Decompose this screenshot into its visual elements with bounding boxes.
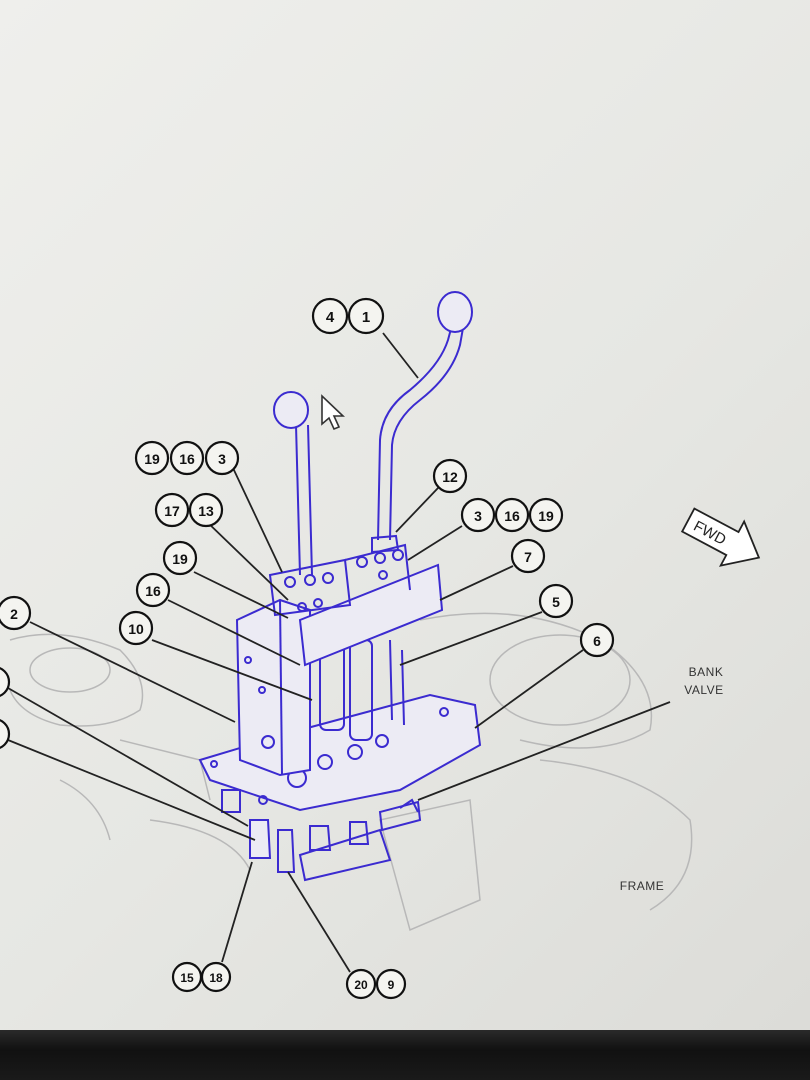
svg-text:15: 15 [180, 971, 194, 985]
svg-text:16: 16 [504, 508, 520, 524]
callout-7: 7 [510, 538, 546, 574]
svg-text:9: 9 [388, 978, 395, 992]
callout-13: 13 [188, 492, 224, 528]
callout-3-right: 3 [460, 497, 496, 533]
svg-text:16: 16 [145, 583, 161, 599]
callout-17: 17 [154, 492, 190, 528]
svg-text:4: 4 [326, 309, 335, 326]
callout-19-upper-left: 19 [134, 440, 170, 476]
svg-text:3: 3 [218, 451, 226, 467]
monitor-screen [0, 0, 810, 1030]
bank-valve-label-line2: VALVE [684, 683, 723, 697]
svg-text:18: 18 [209, 971, 223, 985]
callout-9: 9 [375, 968, 407, 1000]
parts-diagram: FWD 4 1 19 16 [0, 291, 761, 1000]
svg-text:2: 2 [10, 606, 18, 622]
callout-15: 15 [171, 961, 203, 993]
callout-16-right: 16 [494, 497, 530, 533]
svg-text:6: 6 [593, 633, 601, 649]
svg-text:17: 17 [164, 503, 180, 519]
callout-12: 12 [432, 458, 468, 494]
bank-valve-label-line1: BANK [689, 665, 724, 679]
callout-partial-left [0, 667, 11, 749]
svg-text:7: 7 [524, 549, 532, 565]
svg-text:19: 19 [538, 508, 554, 524]
mouse-cursor-icon [321, 394, 345, 431]
svg-text:16: 16 [179, 451, 195, 467]
frame-label: FRAME [620, 879, 665, 893]
callout-4: 4 [311, 297, 349, 335]
svg-text:20: 20 [354, 978, 368, 992]
leader-lines [7, 332, 671, 973]
fwd-arrow-icon: FWD [680, 507, 761, 567]
callout-10: 10 [118, 610, 154, 646]
callout-1: 1 [347, 297, 385, 335]
svg-text:19: 19 [172, 551, 188, 567]
svg-text:13: 13 [198, 503, 214, 519]
callout-19-mid-left: 19 [162, 540, 198, 576]
svg-text:12: 12 [442, 469, 458, 485]
svg-text:1: 1 [362, 309, 370, 326]
svg-text:19: 19 [144, 451, 160, 467]
callout-16-upper-left: 16 [169, 440, 205, 476]
callout-20: 20 [345, 968, 377, 1000]
svg-text:10: 10 [128, 621, 144, 637]
monitor-bezel [0, 1030, 810, 1080]
callout-5: 5 [538, 583, 574, 619]
callout-6: 6 [579, 622, 615, 658]
svg-text:5: 5 [552, 594, 560, 610]
svg-text:3: 3 [474, 508, 482, 524]
callout-2: 2 [0, 595, 32, 631]
callout-16-mid-left: 16 [135, 572, 171, 608]
background-frame-ghost [9, 612, 693, 932]
callout-18: 18 [200, 961, 232, 993]
callout-3-upper-left: 3 [204, 440, 240, 476]
callout-19-right: 19 [528, 497, 564, 533]
